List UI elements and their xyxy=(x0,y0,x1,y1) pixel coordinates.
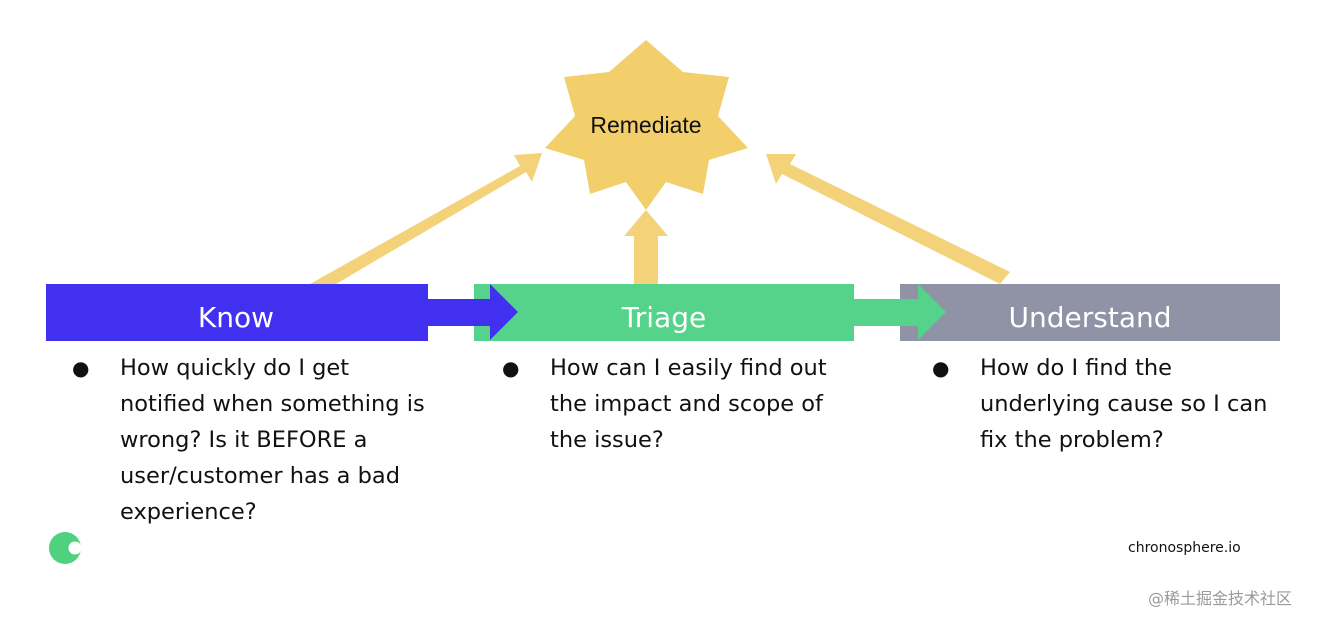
stage-label-know: Know xyxy=(198,301,274,334)
brand-url: chronosphere.io xyxy=(1128,540,1241,556)
stage-bar-understand xyxy=(900,284,1280,341)
chronosphere-logo-icon xyxy=(49,532,82,564)
stage-label-understand: Understand xyxy=(1009,301,1172,334)
arrow-triage-to-understand xyxy=(852,284,946,340)
stage-label-triage: Triage xyxy=(621,301,706,334)
arrow-triage-to-remediate xyxy=(624,210,668,284)
watermark: @稀土掘金技术社区 xyxy=(1148,589,1293,608)
stage-bar-know xyxy=(46,284,428,341)
bullet-dot: ● xyxy=(72,356,90,380)
arrow-know-to-triage xyxy=(426,284,518,340)
question-understand-text: How do I find the underlying cause so I … xyxy=(980,355,1268,453)
arrow-know-to-remediate xyxy=(310,153,542,284)
question-know-text: How quickly do I get notified when somet… xyxy=(120,355,425,525)
stage-bar-triage xyxy=(474,284,854,341)
question-triage-text: How can I easily find out the impact and… xyxy=(550,355,827,453)
arrow-understand-to-remediate xyxy=(766,154,1010,284)
remediate-label: Remediate xyxy=(590,112,701,138)
bullet-dot: ● xyxy=(932,356,950,380)
bullet-dot: ● xyxy=(502,356,520,380)
remediate-star xyxy=(545,40,748,210)
